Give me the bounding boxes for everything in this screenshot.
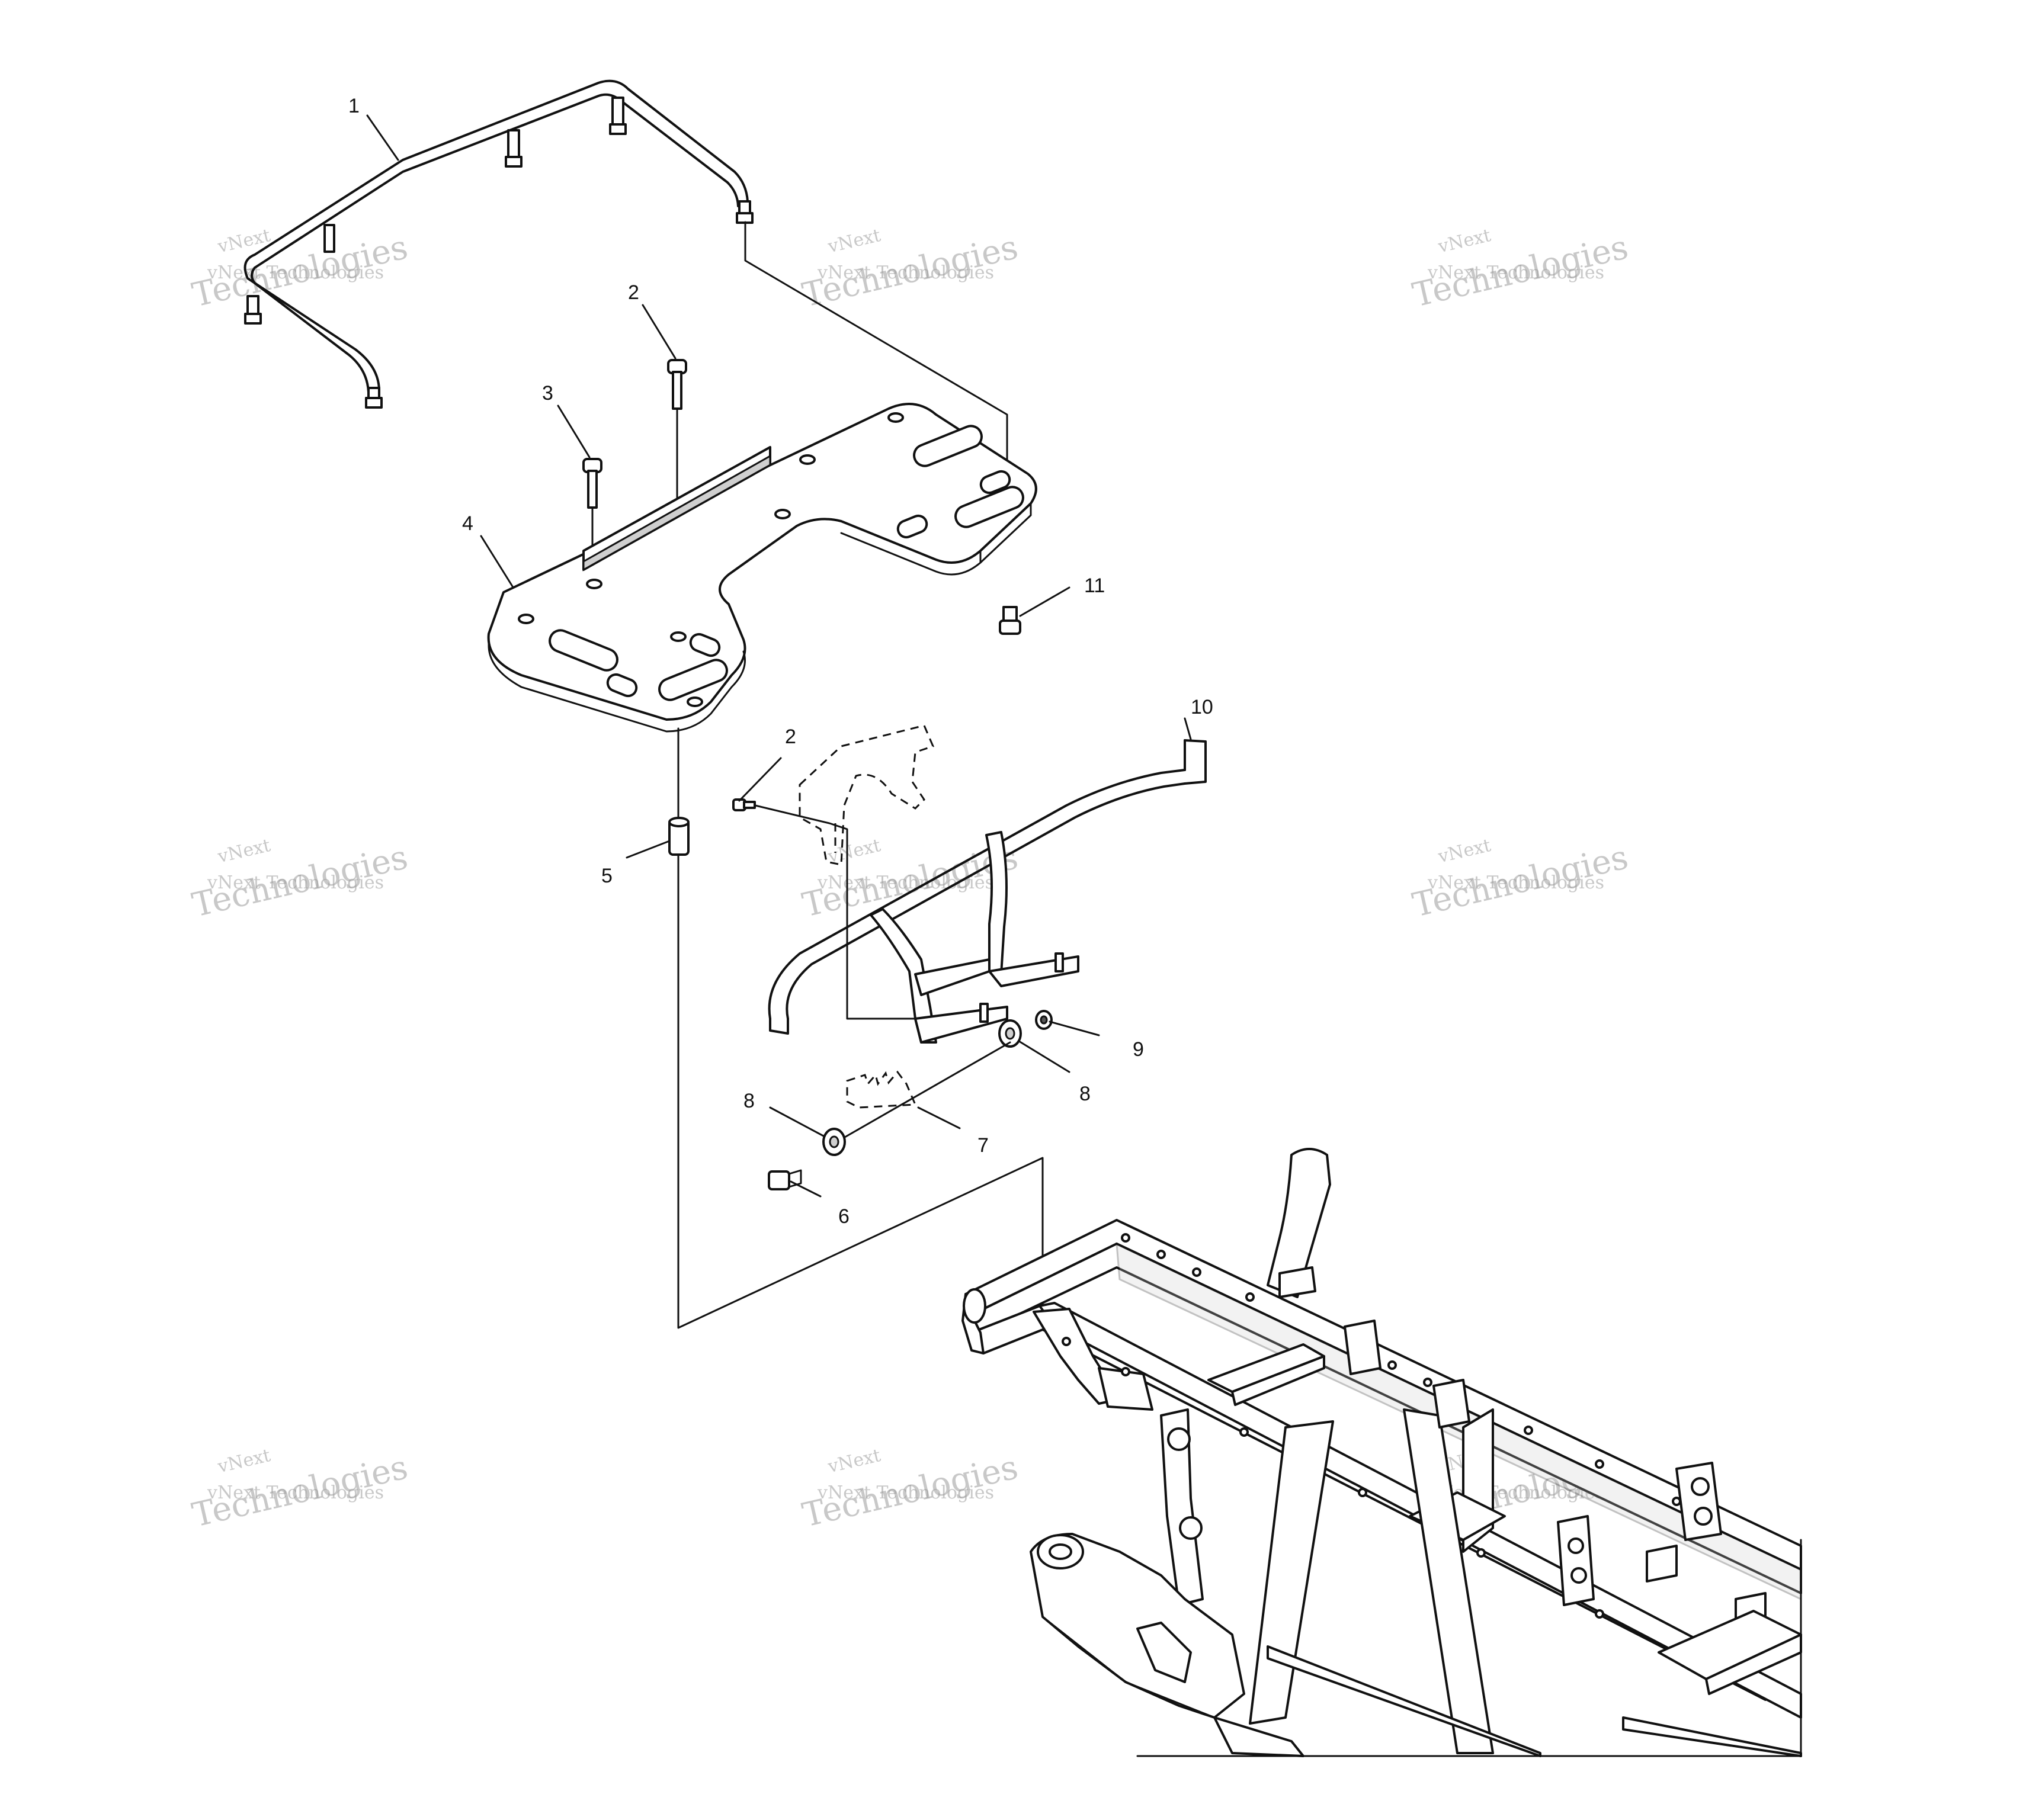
watermark-r1c2: Technologies vNext vNext Technologies bbox=[799, 225, 1022, 315]
rail-post bbox=[323, 224, 335, 253]
svg-text:vNext Technologies: vNext Technologies bbox=[817, 262, 994, 283]
callout-10: 10 bbox=[1191, 696, 1213, 718]
svg-text:vNext: vNext bbox=[215, 225, 272, 258]
watermark-grid: Technologies vNext vNext Technologies Te… bbox=[189, 225, 1632, 1535]
svg-text:vNext: vNext bbox=[1435, 835, 1492, 868]
svg-text:vNext Technologies: vNext Technologies bbox=[1427, 872, 1604, 893]
rear-bumper bbox=[768, 739, 1207, 1044]
svg-text:vNext Technologies: vNext Technologies bbox=[1427, 262, 1604, 283]
rail-post-cap bbox=[736, 212, 754, 224]
svg-text:vNext Technologies: vNext Technologies bbox=[207, 262, 384, 283]
callout-2-upper: 2 bbox=[628, 281, 639, 304]
watermark-r3c2: Technologies vNext vNext Technologies bbox=[799, 1445, 1022, 1535]
callout-4: 4 bbox=[462, 512, 473, 535]
assembly-line bbox=[744, 221, 1008, 496]
rail-post-cap bbox=[244, 313, 262, 325]
spacer bbox=[668, 817, 690, 856]
callout-11: 11 bbox=[1084, 574, 1105, 597]
rail-post-cap bbox=[505, 156, 523, 168]
assembly-line bbox=[828, 1041, 1011, 1147]
callout-7: 7 bbox=[977, 1134, 989, 1157]
svg-text:vNext: vNext bbox=[1435, 225, 1492, 258]
svg-text:vNext: vNext bbox=[825, 1445, 882, 1478]
washer-lower bbox=[822, 1128, 846, 1156]
assembly-line bbox=[754, 804, 916, 1020]
svg-text:vNext Technologies: vNext Technologies bbox=[207, 1482, 384, 1503]
leader-lines bbox=[366, 114, 1192, 1198]
watermark-r2c1: Technologies vNext vNext Technologies bbox=[189, 835, 412, 925]
svg-text:vNext: vNext bbox=[215, 835, 272, 868]
callout-5: 5 bbox=[601, 865, 613, 887]
callout-1: 1 bbox=[348, 95, 360, 117]
assembly-line bbox=[677, 855, 1044, 1331]
clamp-plate bbox=[846, 1070, 917, 1109]
vehicle-frame bbox=[961, 1148, 1802, 1757]
rail-post-cap bbox=[365, 397, 383, 409]
rack-plate bbox=[487, 403, 1037, 733]
flange-nut bbox=[999, 606, 1021, 635]
svg-text:vNext Technologies: vNext Technologies bbox=[817, 872, 994, 893]
screw-small bbox=[732, 798, 756, 811]
mudguard-outline bbox=[799, 724, 935, 866]
callout-labels: 1 2 3 4 11 10 2 5 9 8 8 7 6 bbox=[348, 95, 1213, 1228]
rail-post-cap bbox=[609, 123, 627, 135]
callout-6: 6 bbox=[838, 1205, 850, 1228]
rack-rail bbox=[243, 79, 754, 409]
bolt-short bbox=[582, 458, 602, 509]
svg-text:vNext Technologies: vNext Technologies bbox=[207, 872, 384, 893]
washer-upper bbox=[998, 1019, 1022, 1048]
watermark-r1c1: Technologies vNext vNext Technologies bbox=[189, 225, 412, 315]
watermark-r2c3: Technologies vNext vNext Technologies bbox=[1409, 835, 1632, 925]
watermark-r1c3: Technologies vNext vNext Technologies bbox=[1409, 225, 1632, 315]
svg-text:vNext: vNext bbox=[215, 1445, 272, 1478]
callout-8-right: 8 bbox=[1079, 1083, 1091, 1105]
callout-3: 3 bbox=[542, 382, 553, 405]
svg-text:vNext Technologies: vNext Technologies bbox=[817, 1482, 994, 1503]
callout-9: 9 bbox=[1133, 1038, 1144, 1061]
hex-bolt bbox=[768, 1169, 802, 1190]
svg-text:vNext: vNext bbox=[825, 225, 882, 258]
watermark-r3c1: Technologies vNext vNext Technologies bbox=[189, 1445, 412, 1535]
lock-nut bbox=[1035, 1010, 1053, 1030]
callout-8-left: 8 bbox=[743, 1090, 755, 1112]
bolt-long bbox=[667, 359, 687, 410]
callout-2-lower: 2 bbox=[785, 726, 796, 748]
